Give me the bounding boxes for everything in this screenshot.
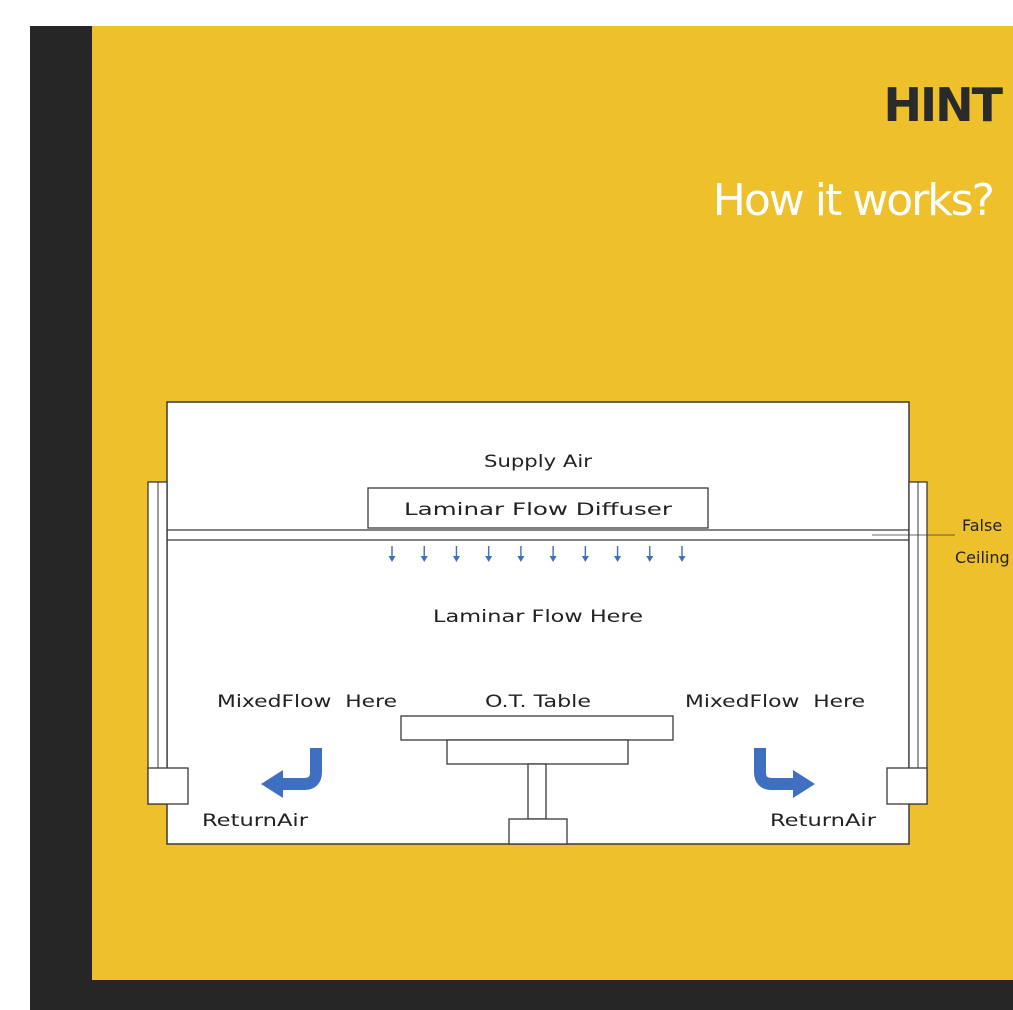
- down-arrow-icon: [485, 546, 493, 562]
- down-arrow-icon: [549, 546, 557, 562]
- down-arrow-icon: [678, 546, 686, 562]
- supply-air-label: Supply Air: [484, 452, 592, 472]
- down-arrow-icon: [614, 546, 622, 562]
- mixed-flow-right-label: MixedFlow Here: [685, 692, 865, 712]
- laminar-flow-diffuser-box: [367, 487, 709, 529]
- down-arrow-icon: [420, 546, 428, 562]
- down-arrow-icon: [452, 546, 460, 562]
- right-return-grille: [886, 767, 928, 805]
- down-arrow-icon: [517, 546, 525, 562]
- false-ceiling-label-line2: Ceiling: [955, 548, 1010, 567]
- mixed-flow-left-label: MixedFlow Here: [217, 692, 397, 712]
- ot-table-label: O.T. Table: [485, 692, 591, 712]
- ot-table-top: [400, 715, 674, 741]
- return-arrow-right-icon: [754, 748, 815, 798]
- return-air-left-label: ReturnAir: [202, 811, 308, 831]
- ot-table-foot: [508, 818, 568, 845]
- down-arrow-icon: [581, 546, 589, 562]
- laminar-flow-arrows: [388, 546, 686, 562]
- false-ceiling-label-line1: False: [962, 516, 1002, 535]
- return-air-right-label: ReturnAir: [770, 811, 876, 831]
- ot-table-base-plate: [446, 739, 629, 765]
- down-arrow-icon: [388, 546, 396, 562]
- slide-subtitle: How it works?: [712, 175, 995, 226]
- return-arrow-left-icon: [261, 748, 322, 798]
- left-return-grille: [147, 767, 189, 805]
- diffuser-label: Laminar Flow Diffuser: [404, 500, 672, 520]
- slide-title: HINT: [883, 78, 1003, 132]
- laminar-flow-label: Laminar Flow Here: [433, 607, 643, 627]
- ot-table-column: [527, 763, 547, 820]
- down-arrow-icon: [646, 546, 654, 562]
